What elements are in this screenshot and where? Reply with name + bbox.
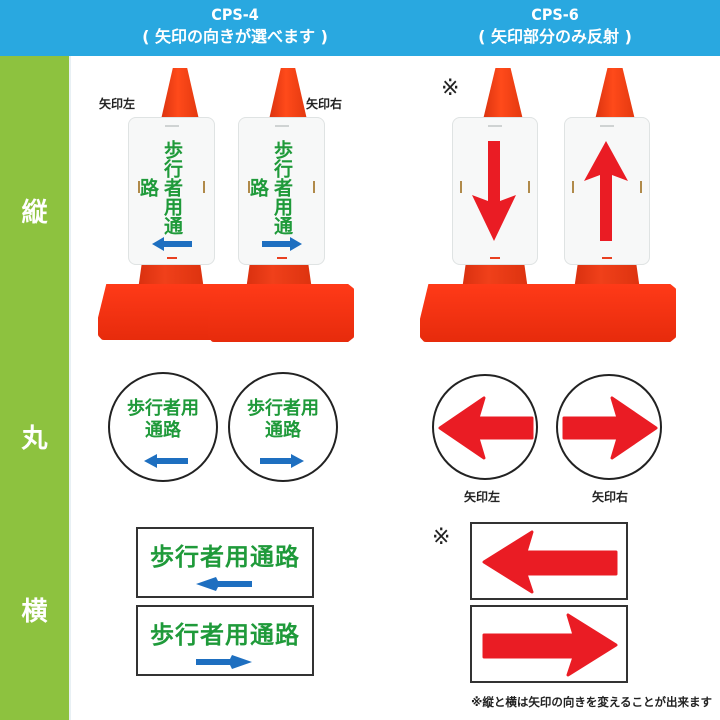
- arrow-down-icon: [472, 141, 516, 241]
- panel-slot: [138, 181, 140, 193]
- row-label-horizontal: 横: [21, 597, 48, 627]
- note-mark-icon: ※: [441, 76, 460, 101]
- horizontal-sign-text: 歩行者用通路: [150, 543, 300, 571]
- label-arrow-right: 矢印右: [592, 490, 629, 504]
- arrow-left-icon: [144, 454, 188, 468]
- cps6-subtitle: ( 矢印部分のみ反射 ): [478, 27, 632, 46]
- panel-reflector: [166, 257, 177, 259]
- horizontal-sign-cps4-top: 歩行者用通路: [136, 527, 314, 598]
- panel-reflector: [490, 257, 500, 259]
- round-sign-line1: 歩行者用: [127, 398, 199, 419]
- horizontal-sign-cps6-top: [470, 522, 628, 600]
- header-cps6: CPS-6 ( 矢印部分のみ反射 ): [390, 4, 720, 48]
- arrow-left-icon: [152, 237, 192, 251]
- sign-panel: 歩行者用通路: [128, 117, 215, 265]
- sidebar-divider: [69, 56, 71, 720]
- cps4-code: CPS-4: [211, 5, 259, 24]
- cps6-code: CPS-6: [531, 5, 579, 24]
- panel-slot: [313, 181, 315, 193]
- cone-base: [208, 284, 354, 342]
- panel-hole: [274, 125, 289, 127]
- row-label-sidebar: 縦 丸 横: [0, 56, 69, 720]
- panel-slot: [248, 181, 250, 193]
- row-label-vertical: 縦: [21, 198, 48, 228]
- panel-hole: [600, 125, 614, 127]
- cone-tip: [594, 68, 636, 124]
- label-arrow-right: 矢印右: [306, 97, 343, 111]
- round-sign-cps6-left: [432, 374, 538, 480]
- header-cps4: CPS-4 ( 矢印の向きが選べます ): [70, 4, 400, 48]
- cone-base: [534, 284, 676, 342]
- cone-tip: [268, 68, 308, 124]
- cone-tip: [160, 68, 200, 124]
- panel-slot: [203, 181, 205, 193]
- arrow-right-icon: [262, 237, 302, 251]
- arrow-left-icon: [482, 530, 618, 594]
- panel-reflector: [276, 257, 287, 259]
- header-bar: CPS-4 ( 矢印の向きが選べます ) CPS-6 ( 矢印部分のみ反射 ): [0, 0, 720, 56]
- round-sign-line2: 通路: [265, 420, 301, 441]
- cps4-subtitle: ( 矢印の向きが選べます ): [142, 27, 328, 46]
- sign-text: 歩行者用通路: [247, 139, 293, 235]
- sign-panel: 歩行者用通路: [238, 117, 325, 265]
- arrow-left-icon: [196, 577, 252, 591]
- horizontal-sign-cps4-bottom: 歩行者用通路: [136, 605, 314, 676]
- horizontal-sign-text: 歩行者用通路: [150, 621, 300, 649]
- panel-hole: [488, 125, 502, 127]
- sign-panel: [564, 117, 650, 265]
- panel-hole: [164, 125, 179, 127]
- cone-tip: [482, 68, 524, 124]
- arrow-right-icon: [562, 396, 658, 460]
- round-sign-line2: 通路: [145, 420, 181, 441]
- round-sign-cps4-left: 歩行者用 通路: [108, 372, 218, 482]
- panel-reflector: [602, 257, 612, 259]
- round-sign-line1: 歩行者用: [247, 398, 319, 419]
- panel-slot: [572, 181, 574, 193]
- label-arrow-left: 矢印左: [464, 490, 501, 504]
- arrow-right-icon: [260, 454, 304, 468]
- panel-slot: [640, 181, 642, 193]
- arrow-right-icon: [196, 655, 252, 669]
- panel-slot: [460, 181, 462, 193]
- horizontal-sign-cps6-bottom: [470, 605, 628, 683]
- arrow-left-icon: [438, 396, 534, 460]
- sign-panel: [452, 117, 538, 265]
- row-label-round: 丸: [21, 424, 48, 454]
- panel-slot: [528, 181, 530, 193]
- note-mark-icon: ※: [432, 525, 451, 550]
- label-arrow-left: 矢印左: [99, 97, 136, 111]
- footnote: ※縦と横は矢印の向きを変えることが出来ます: [471, 695, 712, 709]
- round-sign-cps4-right: 歩行者用 通路: [228, 372, 338, 482]
- arrow-right-icon: [482, 613, 618, 677]
- arrow-up-icon: [584, 141, 628, 241]
- round-sign-cps6-right: [556, 374, 662, 480]
- sign-text: 歩行者用通路: [137, 139, 183, 235]
